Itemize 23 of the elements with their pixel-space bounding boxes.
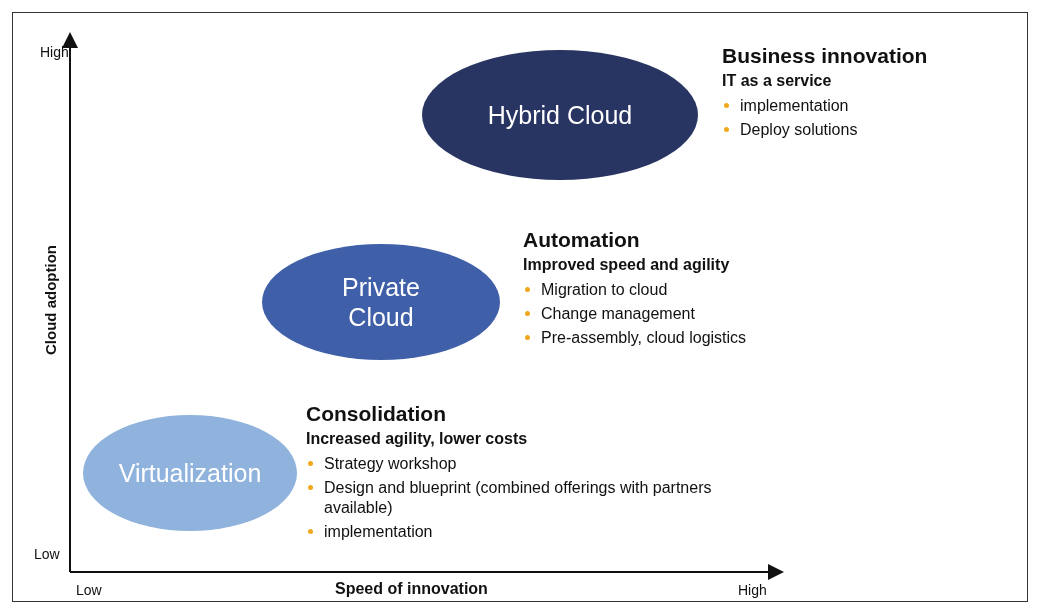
axis-tick-label: High: [738, 582, 767, 598]
axis-tick-label: High: [40, 44, 69, 60]
subheading: Improved speed and agility: [523, 256, 731, 274]
bullet-text: Change management: [541, 305, 695, 322]
subheading: Increased agility, lower costs: [306, 430, 529, 448]
node-label: Hybrid Cloud: [487, 100, 633, 130]
bullet-text: implementation: [740, 97, 849, 114]
axis-tick-label: Low: [76, 582, 102, 598]
axis-title: Speed of innovation: [335, 580, 488, 598]
bullet-text: Pre-assembly, cloud logistics: [541, 329, 747, 346]
subheading: IT as a service: [722, 72, 833, 90]
bullet-text: Deploy solutions: [740, 121, 858, 138]
axis-tick-label: Low: [34, 546, 60, 562]
axis-title: Cloud adoption: [41, 245, 59, 355]
bullet-text: Migration to cloud: [541, 281, 668, 298]
bullet-text: Design and blueprint (combined offerings with partners available): [324, 479, 712, 516]
heading: Business innovation: [722, 44, 929, 68]
bullet-text: implementation: [324, 523, 433, 540]
heading: Consolidation: [306, 402, 447, 426]
bullet-text: Strategy workshop: [324, 455, 457, 472]
heading: Automation: [523, 228, 641, 252]
node-label: Private Cloud: [341, 272, 421, 332]
node-label: Virtualization: [118, 458, 262, 488]
